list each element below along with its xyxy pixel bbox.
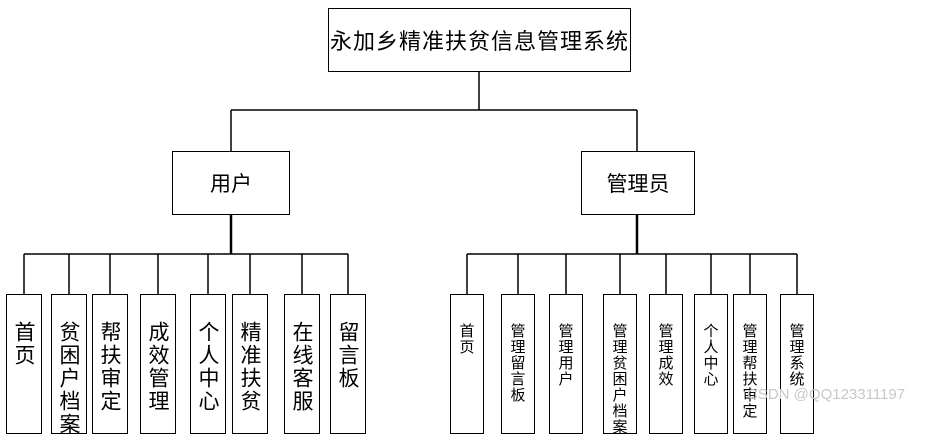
root-node: 永加乡精准扶贫信息管理系统 [328, 8, 631, 72]
leaf-admin-manage-poor-household-archive: 管理贫困户档案 [603, 294, 637, 435]
leaf-label: 首页 [12, 321, 36, 367]
leaf-label: 留言板 [336, 321, 360, 390]
leaf-admin-manage-system: 管理系统 [780, 294, 814, 434]
role-label-user: 用户 [210, 172, 252, 196]
leaf-user-personal-center: 个人中心 [190, 294, 226, 434]
leaf-admin-manage-results: 管理成效 [649, 294, 683, 434]
leaf-user-home: 首页 [6, 294, 42, 434]
leaf-label: 管理贫困户档案 [610, 323, 629, 435]
leaf-admin-manage-users: 管理用户 [549, 294, 583, 434]
leaf-label: 管理帮扶审定 [740, 323, 759, 419]
root-label: 永加乡精准扶贫信息管理系统 [329, 30, 629, 55]
leaf-label: 个人中心 [701, 323, 720, 387]
leaf-label: 个人中心 [196, 321, 220, 413]
watermark-text: CSDN @QQ123311197 [747, 386, 906, 403]
leaf-label: 贫困户档案 [57, 321, 81, 436]
leaf-label: 帮扶审定 [98, 321, 122, 413]
leaf-label: 管理系统 [787, 323, 806, 387]
role-node-user: 用户 [172, 151, 290, 215]
leaf-label: 成效管理 [146, 321, 170, 413]
leaf-admin-manage-message-board: 管理留言板 [501, 294, 535, 434]
leaf-user-poor-household-archive: 贫困户档案 [51, 294, 87, 436]
leaf-label: 管理用户 [556, 323, 575, 387]
leaf-admin-personal-center: 个人中心 [694, 294, 728, 434]
hierarchy-diagram: 永加乡精准扶贫信息管理系统 用户 管理员 首页 贫困户档案 帮扶审定 成效管理 … [6, 8, 814, 436]
leaf-label: 精准扶贫 [238, 321, 262, 413]
connector-lines [23, 72, 798, 294]
leaf-label: 在线客服 [290, 321, 314, 413]
leaf-user-targeted-poverty-relief: 精准扶贫 [232, 294, 268, 434]
leaf-user-online-service: 在线客服 [284, 294, 320, 434]
leaf-admin-manage-assistance-review: 管理帮扶审定 [733, 294, 767, 434]
role-label-admin: 管理员 [606, 172, 670, 196]
leaf-user-message-board: 留言板 [330, 294, 366, 434]
leaf-user-assistance-review: 帮扶审定 [92, 294, 128, 434]
role-node-admin: 管理员 [581, 151, 695, 215]
leaf-admin-home: 首页 [450, 294, 484, 434]
leaf-label: 管理成效 [656, 323, 675, 387]
leaf-label: 管理留言板 [508, 323, 527, 403]
leaf-label: 首页 [457, 323, 476, 355]
leaf-user-results-management: 成效管理 [140, 294, 176, 434]
